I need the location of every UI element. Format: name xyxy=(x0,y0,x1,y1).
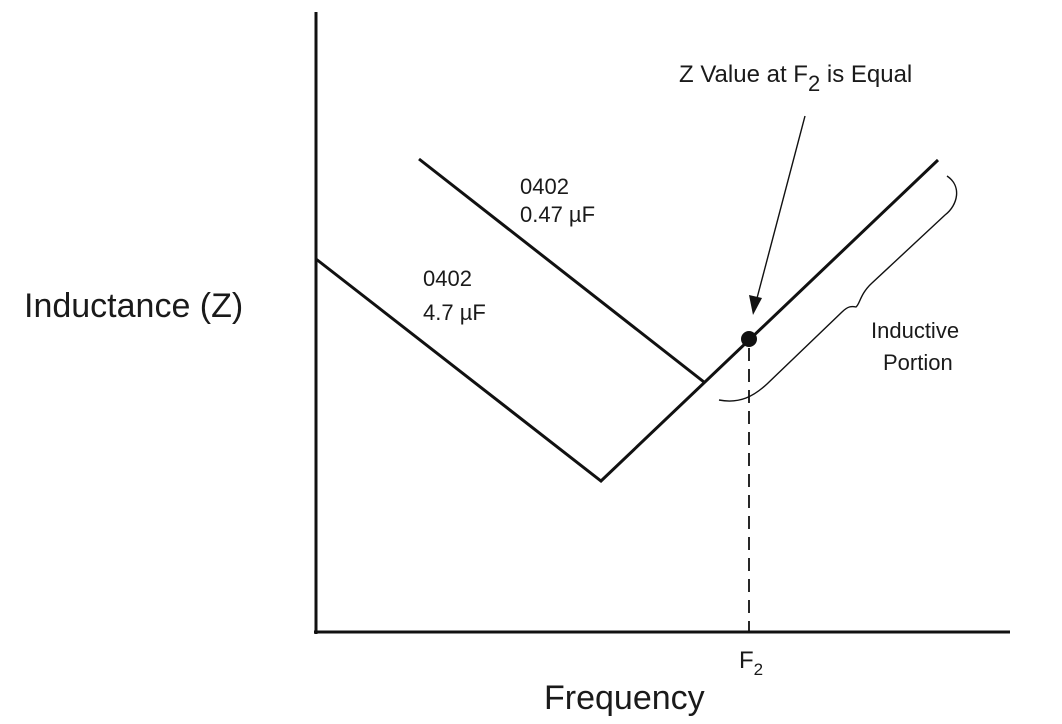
y-axis-label: Inductance (Z) xyxy=(24,287,243,325)
x-axis-label: Frequency xyxy=(544,679,705,717)
curve-0-47uf xyxy=(418,157,705,384)
curve-label-4-7uf-line1: 0402 xyxy=(423,266,472,291)
curve-label-4-7uf-line2: 4.7 µF xyxy=(423,300,486,325)
annotation-text: Z Value at F2 is Equal xyxy=(679,61,912,96)
equal-z-point xyxy=(741,331,757,347)
inductive-label-line2: Portion xyxy=(883,350,953,375)
inductive-label-line1: Inductive xyxy=(871,318,959,343)
x-tick-f2: F2 xyxy=(739,647,763,679)
arrowhead xyxy=(749,295,762,315)
curve-4-7uf xyxy=(315,158,940,483)
annotation-arrow xyxy=(755,115,806,303)
inductive-brace xyxy=(718,175,958,402)
curve-label-0-47uf-line2: 0.47 µF xyxy=(520,202,595,227)
curve-label-0-47uf-line1: 0402 xyxy=(520,174,569,199)
